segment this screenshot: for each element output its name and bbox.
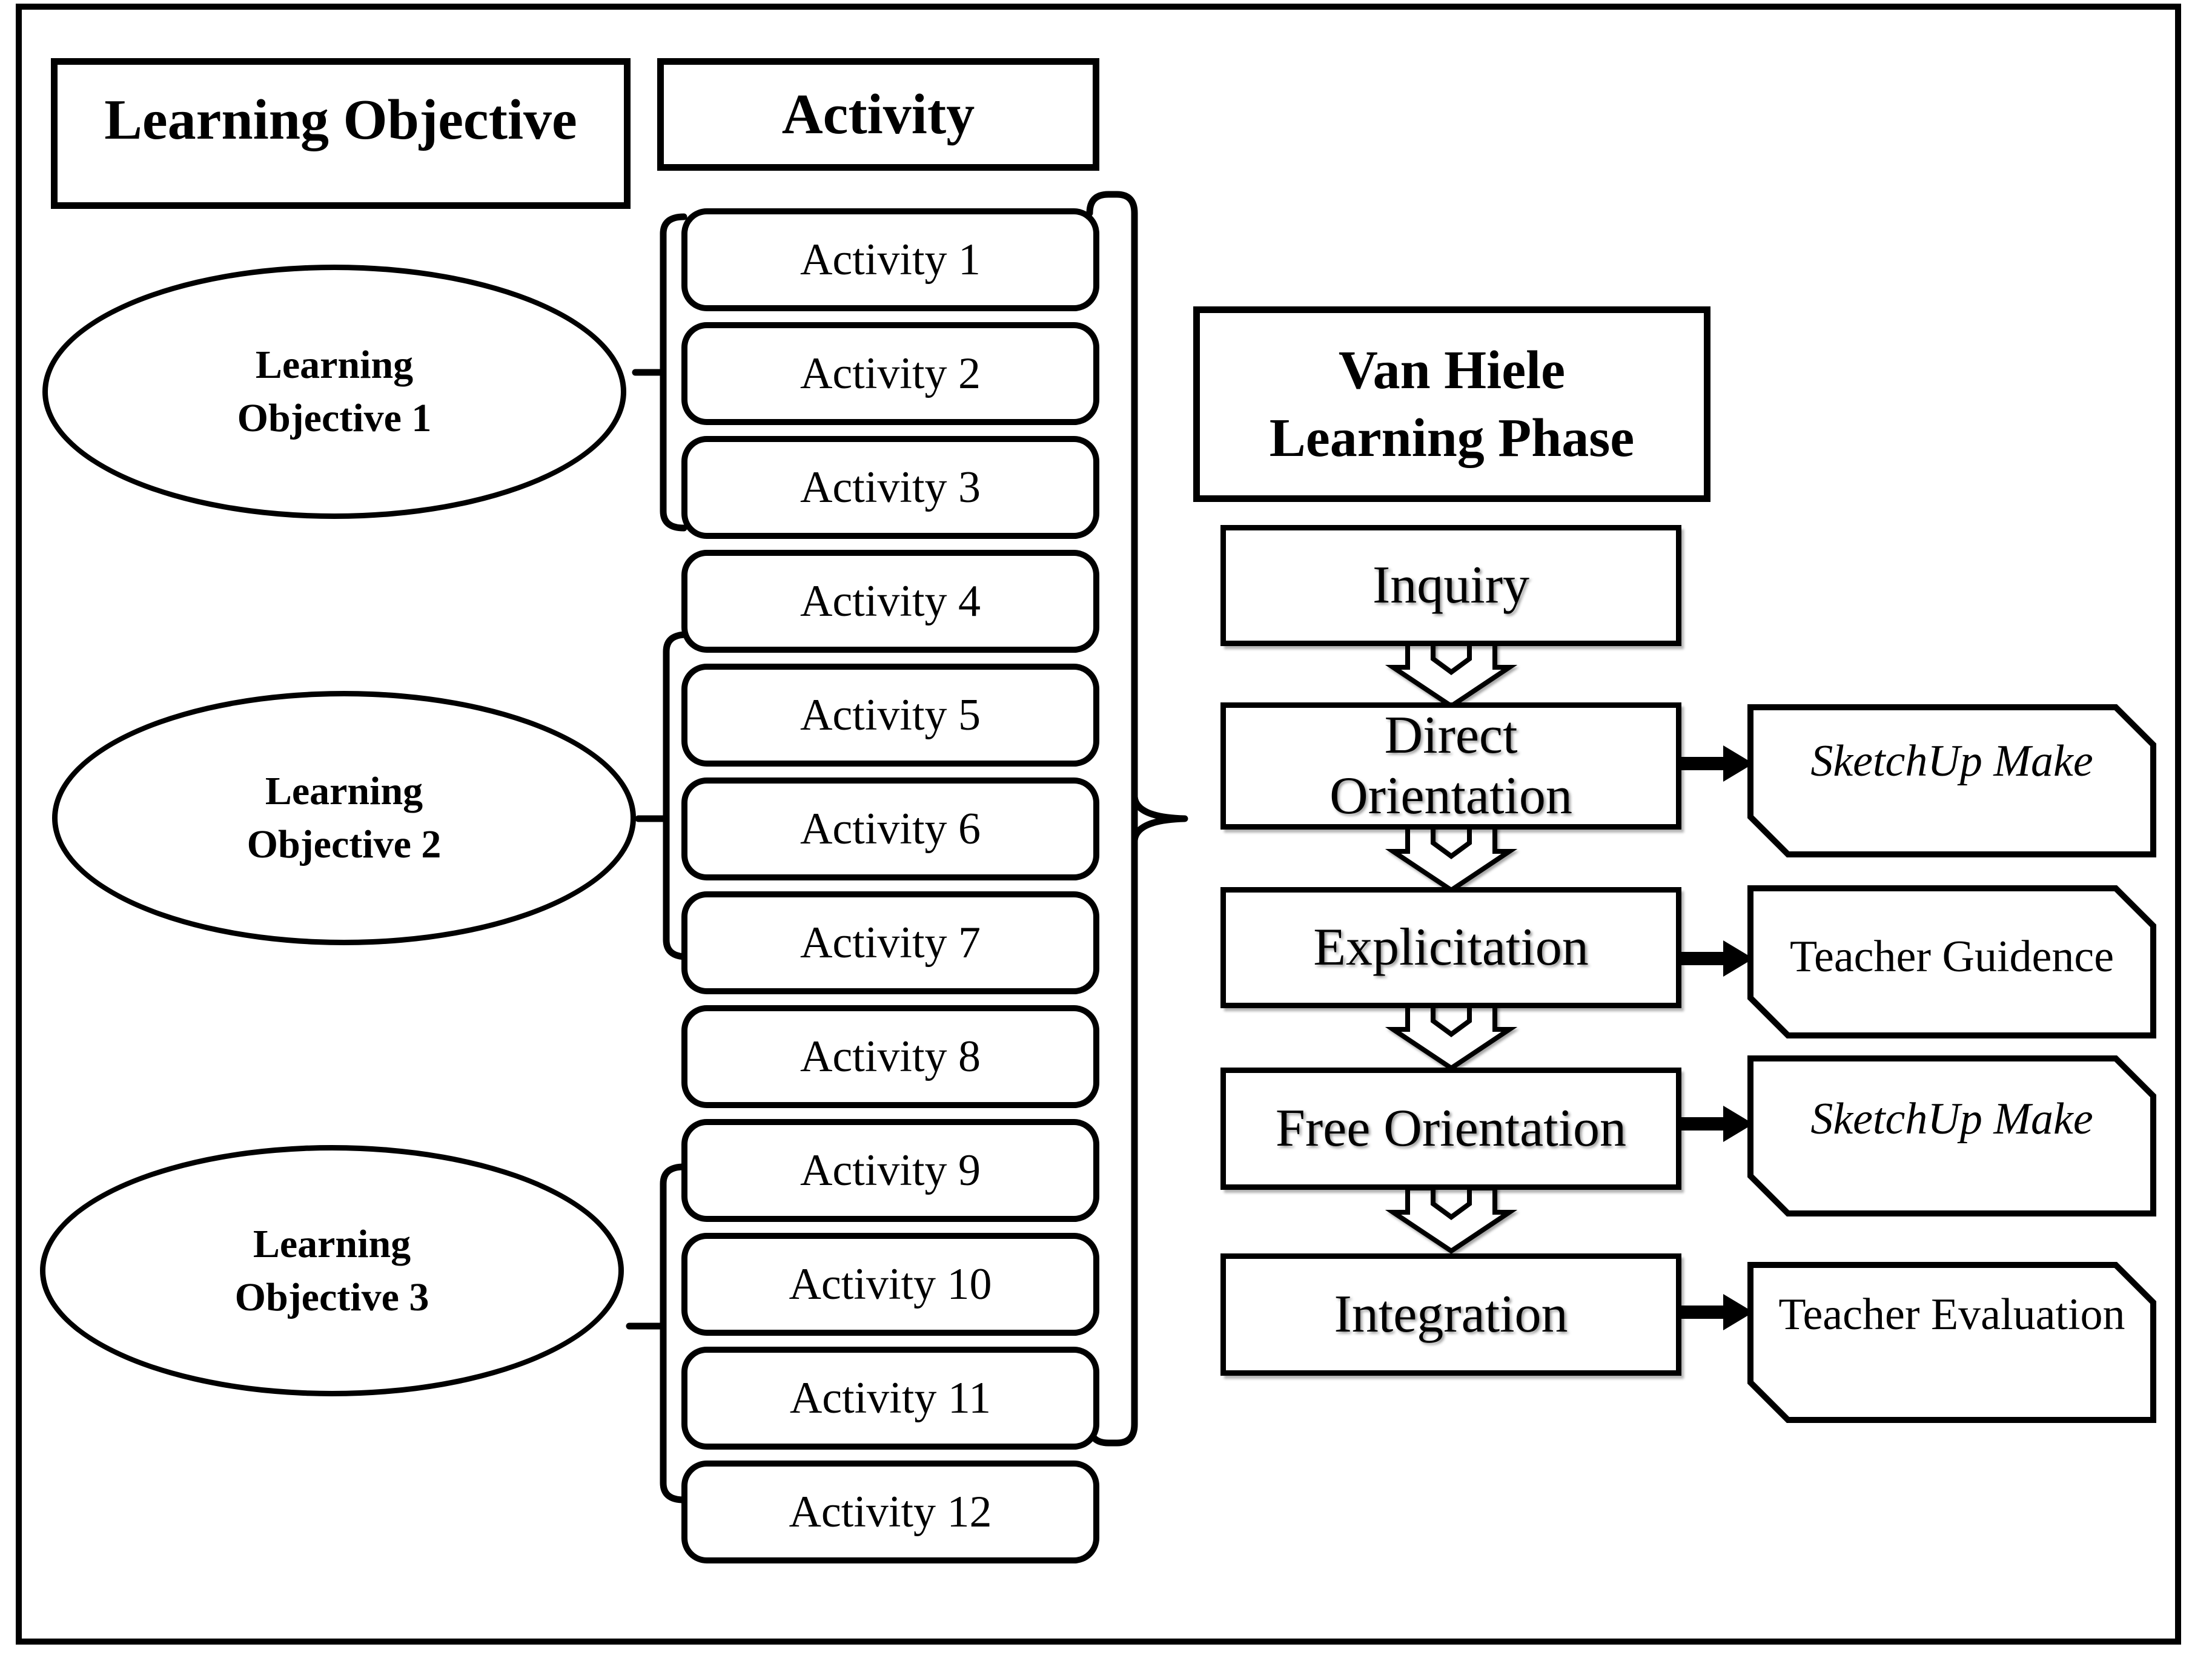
callout-sketchup-make-2: SketchUp Make [1810,1094,2093,1144]
phase-label: Explicitation [1313,918,1589,977]
phase-label: Direct Orientation [1330,706,1572,825]
activity-box-8: Activity 8 [681,1005,1099,1108]
van-hiele-header: Van Hiele Learning Phase [1193,306,1710,502]
callout-teacher-guidence: Teacher Guidence [1789,931,2114,982]
learning-objective-1-ellipse: Learning Objective 1 [42,265,626,519]
activity-box-1: Activity 1 [681,208,1099,311]
phase-explicitation: Explicitation [1220,887,1681,1008]
activity-box-12: Activity 12 [681,1461,1099,1563]
activity-box-4: Activity 4 [681,550,1099,653]
learning-objective-header: Learning Objective [51,58,631,209]
activity-box-9: Activity 9 [681,1119,1099,1222]
activity-box-10: Activity 10 [681,1233,1099,1336]
phase-direct-orientation: Direct Orientation [1220,702,1681,830]
activity-box-6: Activity 6 [681,777,1099,880]
learning-objective-2-ellipse: Learning Objective 2 [52,691,636,945]
callout-sketchup-make-1: SketchUp Make [1810,736,2093,786]
phase-integration: Integration [1220,1253,1681,1376]
phase-label: Integration [1334,1285,1568,1344]
learning-objective-3-ellipse: Learning Objective 3 [40,1145,624,1396]
phase-inquiry: Inquiry [1220,525,1681,646]
outer-border [16,4,2181,1645]
activity-box-3: Activity 3 [681,436,1099,539]
phase-free-orientation: Free Orientation [1220,1068,1681,1190]
callout-teacher-evaluation: Teacher Evaluation [1778,1289,2125,1339]
phase-label: Inquiry [1372,556,1530,615]
activity-header: Activity [657,58,1099,171]
activity-box-5: Activity 5 [681,664,1099,767]
phase-label: Free Orientation [1275,1099,1627,1158]
activity-box-11: Activity 11 [681,1347,1099,1450]
activity-box-2: Activity 2 [681,322,1099,425]
activity-box-7: Activity 7 [681,891,1099,994]
